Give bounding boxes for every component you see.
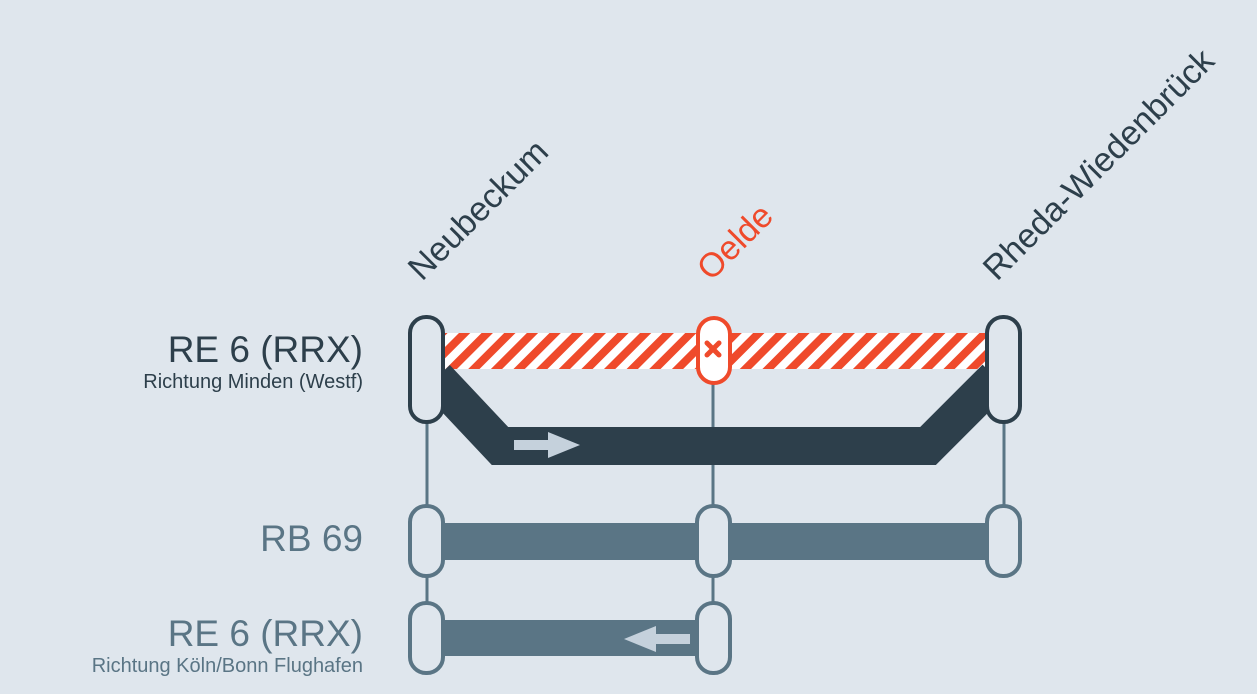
direction-arrow-left-icon: [624, 626, 690, 652]
stop-marker-rheda-re6-minden: [985, 315, 1022, 424]
stop-marker-oelde-re6-koeln: [695, 601, 732, 675]
line-name: RE 6 (RRX): [167, 613, 363, 654]
station-name-rheda-wiedenbrueck: Rheda-Wiedenbrück: [976, 41, 1223, 288]
stop-marker-neubeckum-rb69: [408, 504, 445, 578]
line-direction: Richtung Köln/Bonn Flughafen: [91, 655, 363, 677]
line-label-re6-koeln: RE 6 (RRX) Richtung Köln/Bonn Flughafen: [92, 614, 363, 678]
line-label-re6-minden: RE 6 (RRX) Richtung Minden (Westf): [143, 330, 363, 394]
stop-marker-oelde-rb69: [695, 504, 732, 578]
line-name: RE 6 (RRX): [167, 329, 363, 370]
station-name-oelde: Oelde: [690, 197, 781, 288]
cancel-x-icon: [704, 340, 722, 358]
line-label-rb69: RB 69: [260, 519, 363, 559]
stop-marker-rheda-rb69: [985, 504, 1022, 578]
stop-marker-neubeckum-re6-koeln: [408, 601, 445, 675]
stop-marker-neubeckum-re6-minden: [408, 315, 445, 424]
line-name: RB 69: [260, 518, 363, 559]
line-direction: Richtung Minden (Westf): [143, 371, 363, 393]
bypass-track: [422, 364, 1010, 465]
station-name-neubeckum: Neubeckum: [401, 133, 556, 288]
direction-arrow-right-icon: [514, 432, 580, 458]
